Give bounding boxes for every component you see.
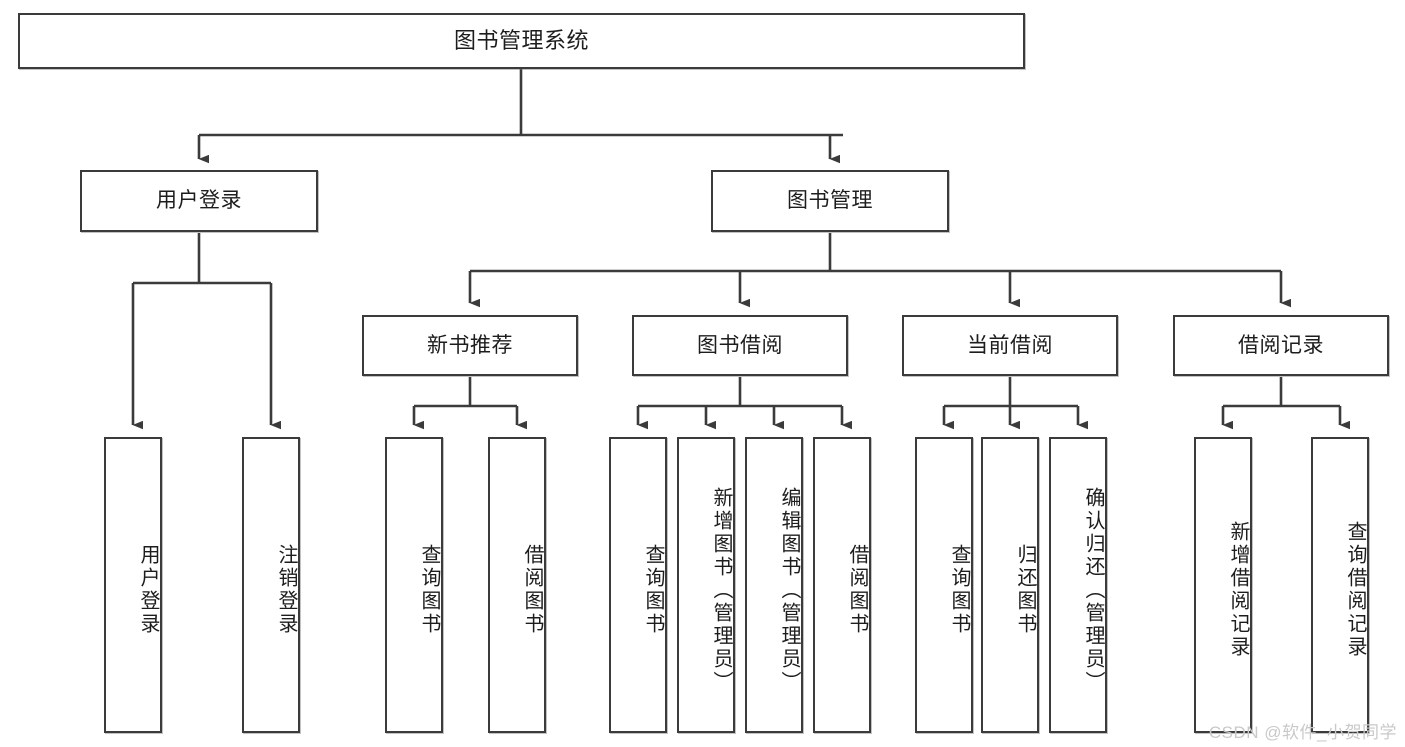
leaf-add-borrow-record-label: 新增借阅记录 bbox=[1227, 521, 1249, 659]
watermark-text: CSDN @软件_小贺同学 bbox=[1208, 723, 1397, 742]
node-root[interactable]: 图书管理系统 bbox=[18, 13, 1025, 69]
leaf-query-book-1[interactable]: 查询图书 bbox=[385, 437, 443, 733]
node-user-login-label: 用户登录 bbox=[156, 189, 242, 213]
leaf-user-login[interactable]: 用户登录 bbox=[104, 437, 162, 733]
leaf-edit-book[interactable]: 编辑图书（管理员） bbox=[745, 437, 803, 733]
node-new-book-recommend-label: 新书推荐 bbox=[427, 333, 513, 357]
leaf-user-logout-label: 注销登录 bbox=[275, 544, 297, 636]
leaf-query-borrow-record[interactable]: 查询借阅记录 bbox=[1311, 437, 1369, 733]
leaf-borrow-book-2-label: 借阅图书 bbox=[846, 544, 868, 636]
node-borrow-record[interactable]: 借阅记录 bbox=[1173, 315, 1389, 376]
node-book-borrow-label: 图书借阅 bbox=[697, 333, 783, 357]
node-borrow-record-label: 借阅记录 bbox=[1238, 333, 1324, 357]
leaf-user-logout[interactable]: 注销登录 bbox=[242, 437, 300, 733]
leaf-return-book[interactable]: 归还图书 bbox=[981, 437, 1039, 733]
node-current-borrow-label: 当前借阅 bbox=[967, 333, 1053, 357]
leaf-confirm-return[interactable]: 确认归还（管理员） bbox=[1049, 437, 1107, 733]
leaf-query-book-3-label: 查询图书 bbox=[948, 544, 970, 636]
node-book-manage[interactable]: 图书管理 bbox=[711, 170, 949, 232]
leaf-query-book-1-label: 查询图书 bbox=[418, 544, 440, 636]
leaf-return-book-label: 归还图书 bbox=[1014, 544, 1036, 636]
node-current-borrow[interactable]: 当前借阅 bbox=[902, 315, 1118, 376]
leaf-query-book-2[interactable]: 查询图书 bbox=[609, 437, 667, 733]
leaf-query-borrow-record-label: 查询借阅记录 bbox=[1344, 521, 1366, 659]
node-book-borrow[interactable]: 图书借阅 bbox=[632, 315, 848, 376]
leaf-borrow-book-1-label: 借阅图书 bbox=[521, 544, 543, 636]
leaf-confirm-return-label: 确认归还（管理员） bbox=[1082, 486, 1104, 694]
leaf-query-book-3[interactable]: 查询图书 bbox=[915, 437, 973, 733]
node-book-manage-label: 图书管理 bbox=[787, 189, 873, 213]
leaf-add-borrow-record[interactable]: 新增借阅记录 bbox=[1194, 437, 1252, 733]
leaf-borrow-book-2[interactable]: 借阅图书 bbox=[813, 437, 871, 733]
node-user-login[interactable]: 用户登录 bbox=[80, 170, 318, 232]
leaf-add-book-label: 新增图书（管理员） bbox=[710, 486, 732, 694]
leaf-borrow-book-1[interactable]: 借阅图书 bbox=[488, 437, 546, 733]
node-new-book-recommend[interactable]: 新书推荐 bbox=[362, 315, 578, 376]
node-root-label: 图书管理系统 bbox=[453, 27, 589, 53]
leaf-user-login-label: 用户登录 bbox=[137, 544, 159, 636]
leaf-add-book[interactable]: 新增图书（管理员） bbox=[677, 437, 735, 733]
leaf-query-book-2-label: 查询图书 bbox=[642, 544, 664, 636]
leaf-edit-book-label: 编辑图书（管理员） bbox=[778, 486, 800, 694]
